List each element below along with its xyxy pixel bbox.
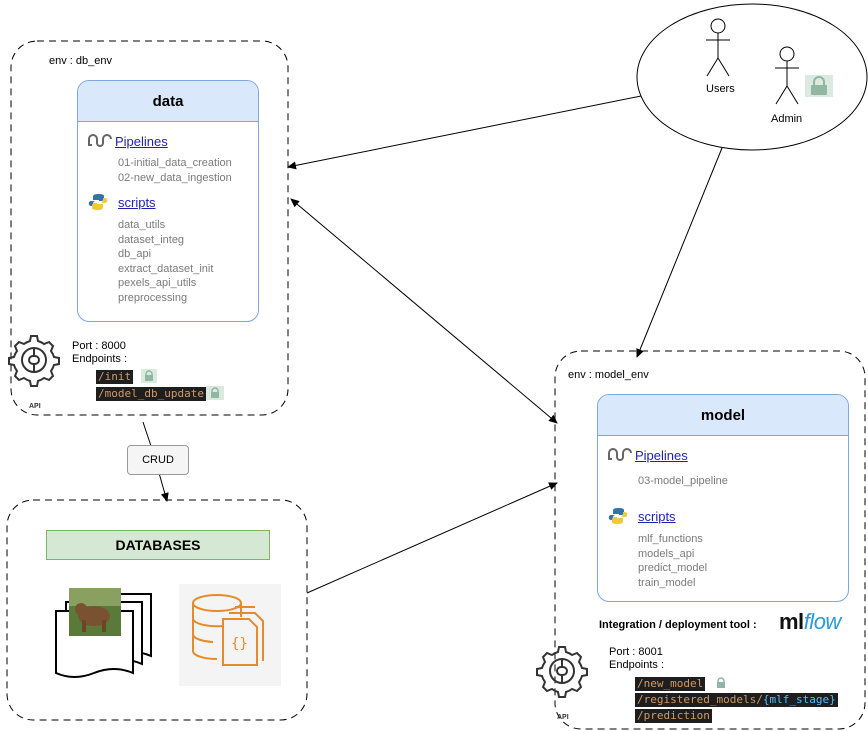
list-item: dataset_integ: [118, 233, 185, 246]
users-to-model-arrow: [636, 147, 723, 358]
databases-to-model-arrow: [306, 482, 558, 594]
db-endpoints-label: Endpoints :: [72, 353, 128, 365]
list-item: predict_model: [638, 562, 708, 574]
databases-container: [6, 499, 308, 721]
model-card: model Pipelines 03-model_pipeline script…: [597, 394, 849, 602]
api-gear-icon: [8, 335, 60, 387]
users-to-db-arrow: [287, 95, 642, 170]
list-item: db_api: [118, 248, 152, 260]
svg-text:{}: {}: [231, 636, 248, 652]
list-item: mlf_functions: [638, 533, 703, 545]
model-endpoint-new-row: /new_model: [635, 674, 729, 692]
db-port-block: Port : 8000 Endpoints :: [72, 340, 127, 366]
crud-line-top: [142, 421, 152, 447]
admin-lock-icon: [805, 75, 833, 97]
data-card: data Pipelines 01-initial_data_creation …: [77, 80, 259, 322]
model-env-container: [554, 350, 866, 730]
endpoint-prediction[interactable]: /prediction: [635, 709, 712, 723]
model-endpoints-label: Endpoints :: [609, 659, 665, 671]
data-scripts-link[interactable]: scripts: [118, 194, 156, 210]
admin-label: Admin: [771, 113, 803, 125]
mlflow-logo: mlflow: [779, 609, 841, 635]
model-scripts-list: mlf_functions models_api predict_model t…: [638, 532, 707, 590]
endpoint-init[interactable]: /init: [96, 370, 134, 384]
lock-icon: [140, 368, 157, 383]
model-endpoint-prediction-row: /prediction: [635, 706, 712, 724]
model-scripts-link[interactable]: scripts: [638, 508, 676, 524]
databases-title: DATABASES: [46, 530, 270, 560]
mlflow-logo-flow: flow: [803, 609, 842, 634]
python-icon: [608, 508, 628, 524]
image-dataset-icon: [55, 588, 152, 678]
crud-line-bottom: [158, 472, 169, 502]
data-pipelines-list: 01-initial_data_creation 02-new_data_ing…: [118, 156, 232, 185]
json-database-icon: {}: [179, 584, 281, 686]
endpoint-registered-models[interactable]: /registered_models/{mlf_stage}: [635, 693, 838, 707]
db-env-label: env : db_env: [49, 55, 112, 67]
model-endpoint-registered-row: /registered_models/{mlf_stage}: [635, 690, 838, 708]
list-item: models_api: [638, 547, 695, 560]
db-env-container: [10, 40, 289, 416]
list-item: 02-new_data_ingestion: [118, 171, 232, 184]
pipeline-icon: [88, 134, 112, 147]
list-item: pexels_api_utils: [118, 277, 197, 289]
db-endpoint-update-row: /model_db_update: [96, 384, 224, 402]
model-pipelines-link[interactable]: Pipelines: [635, 447, 688, 463]
admin-figure-icon: [775, 46, 799, 105]
list-item: extract_dataset_init: [118, 262, 214, 275]
data-scripts-list: data_utils dataset_integ db_api extract_…: [118, 218, 213, 305]
crud-label: CRUD: [127, 445, 189, 475]
mlflow-logo-ml: ml: [779, 609, 804, 634]
api-gear-icon: [536, 646, 588, 698]
list-item: train_model: [638, 576, 696, 589]
db-endpoint-init-row: /init: [96, 367, 157, 385]
users-cloud: [636, 3, 868, 151]
model-api-label: API: [557, 714, 569, 721]
data-pipelines-link[interactable]: Pipelines: [115, 133, 168, 149]
db-port: Port : 8000: [72, 340, 126, 352]
list-item: 01-initial_data_creation: [118, 157, 232, 169]
data-card-title: data: [78, 81, 258, 122]
list-item: data_utils: [118, 219, 166, 231]
db-model-bidirectional-arrow: [290, 198, 558, 424]
model-port-block: Port : 8001 Endpoints :: [609, 646, 664, 672]
users-label: Users: [706, 83, 735, 95]
lock-icon: [712, 675, 729, 690]
endpoint-registered-var: {mlf_stage}: [762, 693, 836, 706]
db-api-label: API: [29, 403, 41, 410]
model-pipelines-list: 03-model_pipeline: [638, 474, 728, 489]
model-env-label: env : model_env: [568, 369, 649, 381]
list-item: preprocessing: [118, 291, 188, 304]
list-item: 03-model_pipeline: [638, 475, 728, 487]
integration-tool-label: Integration / deployment tool :: [599, 619, 757, 631]
lock-icon: [205, 385, 224, 400]
users-figure-icon: [706, 18, 730, 77]
pipeline-icon: [608, 448, 632, 461]
model-port: Port : 8001: [609, 646, 663, 658]
model-card-title: model: [598, 395, 848, 436]
endpoint-model-db-update[interactable]: /model_db_update: [96, 387, 206, 401]
endpoint-new-model[interactable]: /new_model: [635, 677, 706, 691]
endpoint-registered-prefix: /registered_models/: [637, 693, 763, 706]
python-icon: [88, 194, 108, 210]
